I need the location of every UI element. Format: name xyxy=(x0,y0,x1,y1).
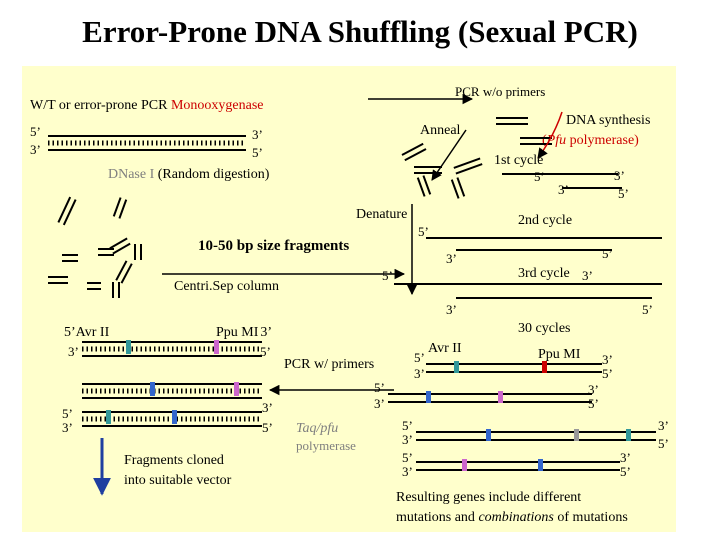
dna-synthesis-label: DNA synthesis xyxy=(566,113,650,128)
result-text-2: mutations and combinations of mutations xyxy=(396,510,628,525)
r3-5prime-right: 5’ xyxy=(658,436,669,451)
shuffled-duplex-1 xyxy=(82,340,262,357)
c3-5prime: 5’ xyxy=(382,268,393,283)
gene-5prime-bottom: 5’ xyxy=(252,145,263,160)
shuffled-duplex-2 xyxy=(82,382,262,399)
product-duplex-3 xyxy=(416,429,656,441)
r2-5prime-right: 5’ xyxy=(588,396,599,411)
result-text-1: Resulting genes include different xyxy=(396,490,581,505)
r4-5prime: 5’ xyxy=(402,450,413,465)
shuffled-duplex-3 xyxy=(82,410,262,427)
cloned-label-2: into suitable vector xyxy=(124,473,232,488)
gene-3prime-bottom: 3’ xyxy=(30,142,41,157)
denature-label: Denature xyxy=(356,207,407,222)
polymerase-label: polymerase xyxy=(296,438,356,453)
r2-3prime-right: 3’ xyxy=(588,382,599,397)
product-duplex-2 xyxy=(388,391,592,403)
product-duplex-4 xyxy=(416,459,620,471)
left-avr-site: 5’Avr II xyxy=(64,325,110,340)
diagram-panel: W/T or error-prone PCR Monooxygenase 5’ … xyxy=(22,66,676,532)
page-title: Error-Prone DNA Shuffling (Sexual PCR) xyxy=(82,14,638,49)
left-3prime: 3’ xyxy=(68,344,79,359)
r2-5prime: 5’ xyxy=(374,380,385,395)
r1-5prime-right: 5’ xyxy=(602,366,613,381)
third-cycle-label: 3rd cycle xyxy=(518,266,570,281)
r2-3prime: 3’ xyxy=(374,396,385,411)
right-ppu-site: Ppu MI xyxy=(538,347,581,362)
wt-label: W/T or error-prone PCR Monooxygenase xyxy=(30,98,264,113)
c3-3prime-low: 3’ xyxy=(446,302,457,317)
gene-5prime-top: 5’ xyxy=(30,124,41,139)
dnase-fragments xyxy=(48,196,142,298)
dna-shuffling-diagram: W/T or error-prone PCR Monooxygenase 5’ … xyxy=(30,84,669,525)
r4-5prime-right: 5’ xyxy=(620,464,631,479)
left-b-3prime: 3’ xyxy=(62,420,73,435)
gene-3prime-top: 3’ xyxy=(252,127,263,142)
centrisep-label: Centri.Sep column xyxy=(174,279,279,294)
left-b-5prime-right: 5’ xyxy=(262,420,273,435)
c1-5prime-low: 5’ xyxy=(618,186,629,201)
c3-5prime-low: 5’ xyxy=(642,302,653,317)
annealing-fragments xyxy=(401,117,552,199)
right-avr-site: Avr II xyxy=(428,341,462,356)
cloned-label-1: Fragments cloned xyxy=(124,453,224,468)
second-cycle-label: 2nd cycle xyxy=(518,213,572,228)
dnase-label: DNase I (Random digestion) xyxy=(108,167,270,182)
r4-3prime: 3’ xyxy=(402,464,413,479)
c2-5prime: 5’ xyxy=(418,224,429,239)
left-b-5prime: 5’ xyxy=(62,406,73,421)
product-duplex-1 xyxy=(426,361,602,373)
pcr-wo-primers-label: PCR w/o primers xyxy=(455,84,545,99)
r3-5prime: 5’ xyxy=(402,418,413,433)
double-strand-gene xyxy=(48,135,246,151)
left-5prime: 5’ xyxy=(260,344,271,359)
r1-3prime: 3’ xyxy=(414,366,425,381)
anneal-label: Anneal xyxy=(420,123,461,138)
r1-5prime: 5’ xyxy=(414,350,425,365)
c2-5prime-right: 5’ xyxy=(602,246,613,261)
thirty-cycles-label: 30 cycles xyxy=(518,321,570,336)
c2-3prime: 3’ xyxy=(446,251,457,266)
pfu-polymerase-label: (Pfu polymerase) xyxy=(542,133,639,148)
r4-3prime-right: 3’ xyxy=(620,450,631,465)
taq-pfu-label: Taq/pfu xyxy=(296,421,338,436)
r3-3prime-right: 3’ xyxy=(658,418,669,433)
c1-3prime: 3’ xyxy=(614,168,625,183)
pcr-w-primers-label: PCR w/ primers xyxy=(284,357,374,372)
left-b-3prime-right: 3’ xyxy=(262,400,273,415)
c3-3prime: 3’ xyxy=(582,268,593,283)
c1-3prime-low: 3’ xyxy=(558,182,569,197)
first-cycle-label: 1st cycle xyxy=(494,153,543,168)
cycle-arrows xyxy=(162,93,474,296)
c1-5prime: 5’ xyxy=(534,169,545,184)
r3-3prime: 3’ xyxy=(402,432,413,447)
r1-3prime-right: 3’ xyxy=(602,352,613,367)
fragment-size-label: 10-50 bp size fragments xyxy=(198,238,349,254)
